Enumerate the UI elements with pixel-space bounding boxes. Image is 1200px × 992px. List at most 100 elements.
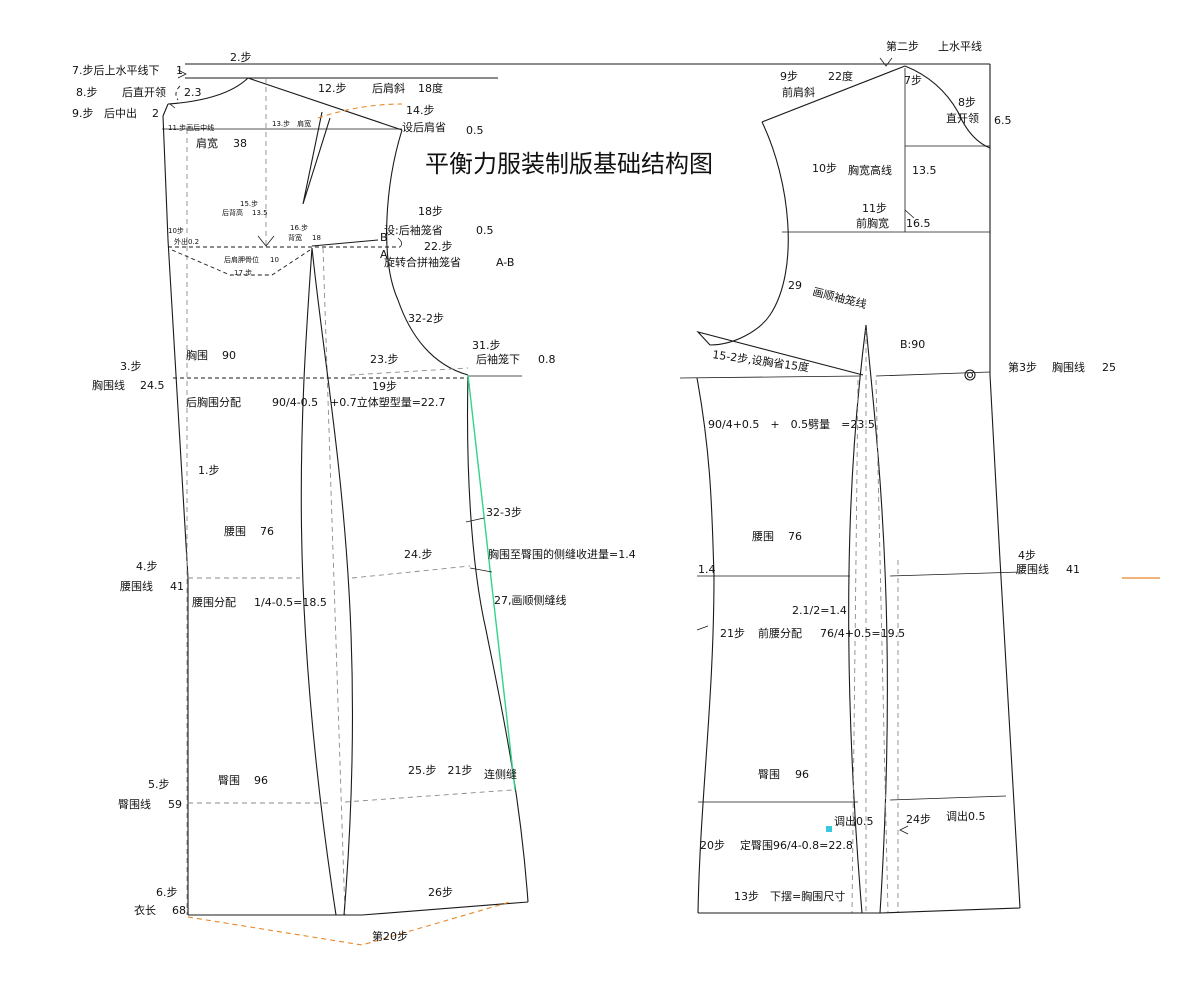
label-back-width: 背宽 <box>288 233 302 242</box>
adjust-marker <box>826 826 832 832</box>
front-neck-curve <box>904 65 991 149</box>
back-dart-left <box>300 247 337 916</box>
label-B: B <box>380 231 388 244</box>
back-shoulder-line <box>247 77 403 131</box>
center-back-line <box>162 115 189 915</box>
back-pattern-piece <box>162 63 990 946</box>
labels: 平衡力服装制版基础结构图 7.步后上水平线下 1 2.步 8.步 后直开领 2.… <box>72 39 1116 943</box>
label-back-height: 后背高 <box>222 208 243 217</box>
label-waist-line: 腰围线 <box>120 579 153 593</box>
label-v2: 2 <box>152 107 159 120</box>
label-f-s20: 20步 <box>700 839 725 852</box>
back-side-seam <box>466 374 529 903</box>
label-front-hip: 定臀围96/4-0.8=22.8 <box>740 838 853 852</box>
label-s15: 15.步 <box>240 200 258 208</box>
back-waist-line-2 <box>351 565 471 579</box>
label-f-v96: 96 <box>795 768 809 781</box>
adjust-arrow <box>899 825 909 835</box>
label-s22: 22.步 <box>424 240 453 253</box>
label-f-s29: 29 <box>788 279 802 292</box>
front-pattern-piece <box>679 57 1160 914</box>
label-v68: 68 <box>172 904 186 917</box>
front-armhole-curve <box>709 121 789 346</box>
label-f-s13: 13步 <box>734 890 759 903</box>
label-f-s7: 7步 <box>904 74 922 87</box>
bust-point-inner <box>966 371 974 379</box>
dart-ab-mark <box>397 237 402 248</box>
label-s19: 19步 <box>372 380 397 393</box>
label-adjust2: 调出0.5 <box>946 809 986 823</box>
label-back-waist-formula: 1/4-0.5=18.5 <box>254 596 327 609</box>
front-dart-right <box>865 324 888 914</box>
label-back-bust-formula2: +0.7立体塑型量=22.7 <box>330 395 445 409</box>
label-v05a: 0.5 <box>466 124 484 137</box>
label-back-arm-under: 后袖笼下 <box>476 352 520 366</box>
label-s27: 27,画顺侧缝线 <box>494 593 567 607</box>
side-tick <box>696 625 709 631</box>
label-s18: 18步 <box>418 205 443 218</box>
front-hem-right <box>879 907 1021 914</box>
label-v05b: 0.5 <box>476 224 494 237</box>
label-s1: 1.步 <box>198 464 220 477</box>
label-s6: 6.步 <box>156 886 178 899</box>
label-f-s21: 21步 <box>720 627 745 640</box>
label-s10-small: 10步 <box>168 227 184 235</box>
back-blade-curve <box>171 249 311 276</box>
front-shoulder-line <box>761 65 906 123</box>
label-f-s10: 10步 <box>812 162 837 175</box>
label-length: 衣长 <box>134 903 156 917</box>
back-width-line <box>311 239 379 247</box>
side-seam-tick <box>465 517 485 523</box>
front-bust-dart <box>696 330 864 376</box>
bust-point-mark <box>964 369 976 381</box>
label-waist: 腰围 <box>224 525 246 538</box>
label-s12: 12.步 <box>318 82 347 95</box>
front-dart-guide-1 <box>875 379 889 914</box>
label-f-v41: 41 <box>1066 563 1080 576</box>
label-hip: 臀围 <box>218 774 240 787</box>
label-adjust1: 调出0.5 <box>834 814 874 828</box>
label-f-s11: 11步 <box>862 202 887 215</box>
label-v96: 96 <box>254 774 268 787</box>
label-f-bust-line: 胸围线 <box>1052 360 1085 374</box>
label-f-s2: 第二步 <box>886 39 919 53</box>
chest-arrow <box>904 209 915 219</box>
front-top-arrow <box>879 57 893 67</box>
front-side-seam <box>696 377 715 914</box>
label-front-neck-depth: 直开领 <box>946 111 979 125</box>
back-neck-curve <box>167 77 249 105</box>
label-s24: 24.步 <box>404 548 433 561</box>
label-chest-height: 胸宽高线 <box>848 163 892 177</box>
label-s32-3: 32-3步 <box>486 506 522 519</box>
label-deg22: 22度 <box>828 69 853 83</box>
label-s11: 11.步画后中线 <box>168 123 214 132</box>
label-front-chest: 前胸宽 <box>856 216 889 230</box>
label-front-waist-dist: 前腰分配 <box>758 626 802 640</box>
label-v41: 41 <box>170 580 184 593</box>
label-f-hip: 臀围 <box>758 768 780 781</box>
label-s3: 3.步 <box>120 360 142 373</box>
label-v23: 2.3 <box>184 86 202 99</box>
label-A: A <box>380 248 388 261</box>
label-deg18: 18度 <box>418 81 443 95</box>
label-back-waist-dist: 腰围分配 <box>192 596 236 609</box>
label-f-s8: 8步 <box>958 96 976 109</box>
label-s4: 4.步 <box>136 560 158 573</box>
label-v18: 18 <box>312 234 321 242</box>
back-dart-center-guide <box>322 247 346 916</box>
label-s26: 26步 <box>428 886 453 899</box>
label-s8: 8.步 <box>76 86 98 99</box>
label-s16: 16.步 <box>290 224 308 232</box>
label-s23: 23.步 <box>370 353 399 366</box>
label-s7: 7.步后上水平线下 <box>72 63 160 77</box>
label-s2: 2.步 <box>230 51 252 64</box>
top-line-arrow <box>177 69 187 79</box>
label-back-shoulder-dart: 设后肩省 <box>402 120 446 134</box>
label-s32-2: 32-2步 <box>408 312 444 325</box>
label-arm-curve: 画顺袖笼线 <box>811 284 868 311</box>
back-hem-right <box>361 901 529 916</box>
label-v90: 90 <box>222 349 236 362</box>
back-width-arrow <box>257 235 275 247</box>
label-v38: 38 <box>233 137 247 150</box>
